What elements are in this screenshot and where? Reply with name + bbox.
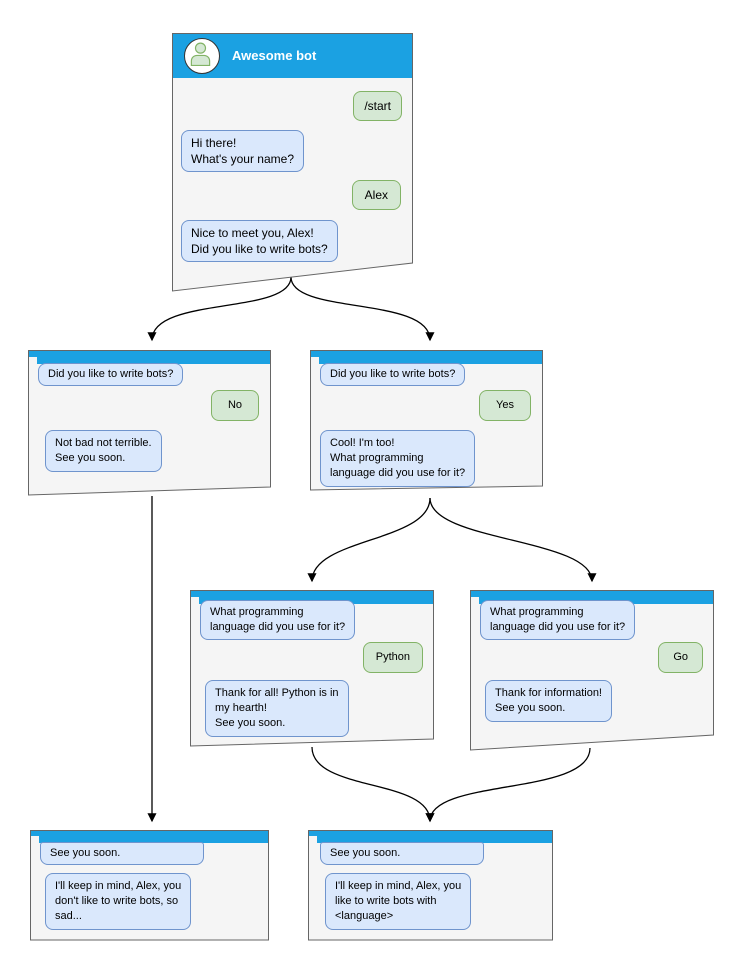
reply-bubble: Thank for all! Python is in my hearth! S… (205, 680, 349, 737)
header-inset (31, 836, 39, 843)
reply-bubble: Not bad not terrible. See you soon. (45, 430, 162, 472)
window-header (309, 831, 552, 843)
header-inset (309, 836, 317, 843)
message-name: Alex (351, 180, 401, 210)
window-branch-no: Did you like to write bots? No Not bad n… (28, 350, 271, 496)
header-inset (471, 597, 479, 604)
header-inset (29, 357, 37, 364)
avatar (184, 38, 220, 74)
edge-yes-to-go (429, 497, 597, 583)
question-bubble: See you soon. (320, 842, 484, 865)
answer-bubble: Yes (479, 390, 531, 421)
bot-title: Awesome bot (232, 48, 317, 63)
question-bubble: Did you like to write bots? (38, 363, 184, 386)
window-header: Awesome bot (173, 34, 412, 78)
reply-bubble: I'll keep in mind, Alex, you like to wri… (325, 873, 472, 930)
window-header (31, 831, 268, 843)
header-inset (311, 357, 319, 364)
edge-python-to-end (311, 746, 435, 823)
message-greeting: Hi there! What's your name? (181, 130, 305, 172)
reply-bubble: Thank for information! See you soon. (485, 680, 612, 722)
answer-bubble: Python (362, 642, 423, 673)
window-header (29, 351, 270, 364)
answer-bubble: No (210, 390, 259, 421)
question-bubble: Did you like to write bots? (320, 363, 466, 386)
window-branch-yes: Did you like to write bots? Yes Cool! I'… (310, 350, 543, 491)
window-branch-python: What programming language did you use fo… (190, 590, 434, 747)
header-inset (191, 597, 199, 604)
window-branch-go: What programming language did you use fo… (470, 590, 714, 751)
answer-bubble: Go (658, 642, 703, 673)
question-bubble: What programming language did you use fo… (200, 600, 356, 640)
message-start: /start (353, 91, 402, 121)
question-bubble: What programming language did you use fo… (480, 600, 636, 640)
message-nice: Nice to meet you, Alex! Did you like to … (181, 220, 338, 262)
window-header (311, 351, 542, 364)
reply-bubble: I'll keep in mind, Alex, you don't like … (45, 873, 192, 930)
question-bubble: See you soon. (40, 842, 204, 865)
edge-yes-to-python (307, 497, 431, 583)
window-awesome-bot: Awesome bot /start Hi there! What's your… (172, 33, 413, 292)
window-end-yes: See you soon. I'll keep in mind, Alex, y… (308, 830, 553, 941)
edge-go-to-end (425, 747, 591, 823)
person-icon (190, 42, 211, 67)
reply-bubble: Cool! I'm too! What programming language… (320, 430, 476, 487)
window-end-no: See you soon. I'll keep in mind, Alex, y… (30, 830, 269, 941)
